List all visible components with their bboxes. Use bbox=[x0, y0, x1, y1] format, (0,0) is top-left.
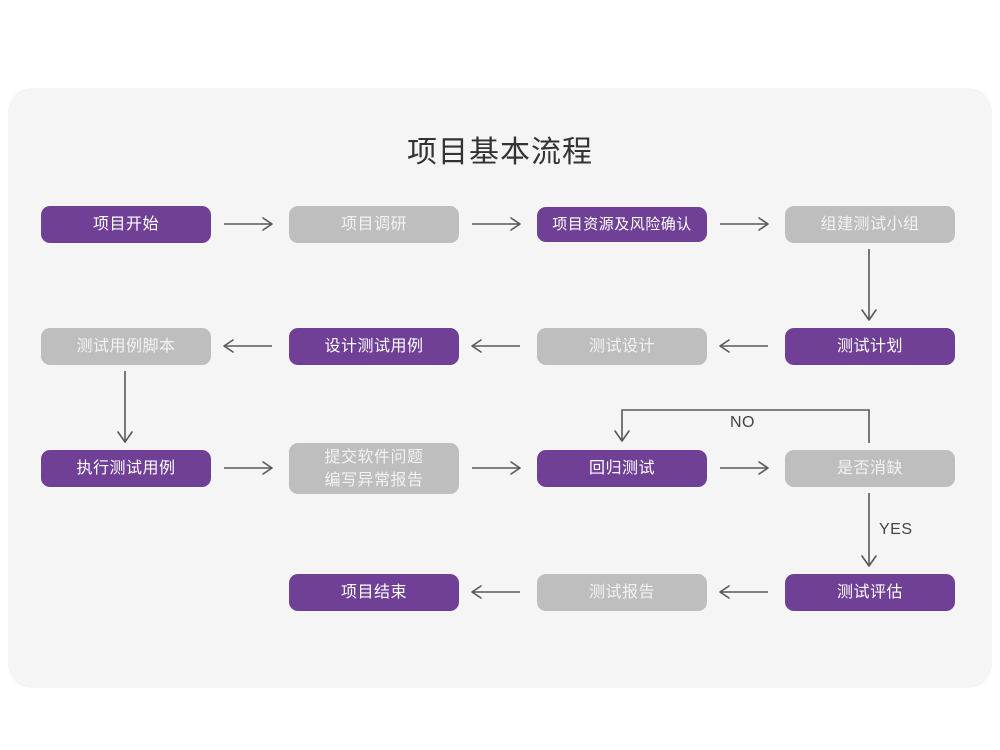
node-execute-test-case[interactable]: 执行测试用例 bbox=[41, 450, 211, 487]
node-test-evaluation[interactable]: 测试评估 bbox=[785, 574, 955, 611]
node-design-test-case[interactable]: 设计测试用例 bbox=[289, 328, 459, 365]
node-project-research[interactable]: 项目调研 bbox=[289, 206, 459, 243]
node-defect-cleared-decision[interactable]: 是否消缺 bbox=[785, 450, 955, 487]
node-project-end[interactable]: 项目结束 bbox=[289, 574, 459, 611]
node-test-design[interactable]: 测试设计 bbox=[537, 328, 707, 365]
node-test-case-script[interactable]: 测试用例脚本 bbox=[41, 328, 211, 365]
node-form-test-team[interactable]: 组建测试小组 bbox=[785, 206, 955, 243]
edge-label-no: NO bbox=[730, 414, 755, 431]
node-submit-issue-report[interactable]: 提交软件问题 编写异常报告 bbox=[289, 443, 459, 494]
node-test-report[interactable]: 测试报告 bbox=[537, 574, 707, 611]
page-title: 项目基本流程 bbox=[407, 136, 593, 169]
edge-label-yes: YES bbox=[879, 521, 913, 538]
node-test-plan[interactable]: 测试计划 bbox=[785, 328, 955, 365]
node-resource-risk-confirm[interactable]: 项目资源及风险确认 bbox=[537, 207, 707, 242]
node-regression-test[interactable]: 回归测试 bbox=[537, 450, 707, 487]
node-project-start[interactable]: 项目开始 bbox=[41, 206, 211, 243]
